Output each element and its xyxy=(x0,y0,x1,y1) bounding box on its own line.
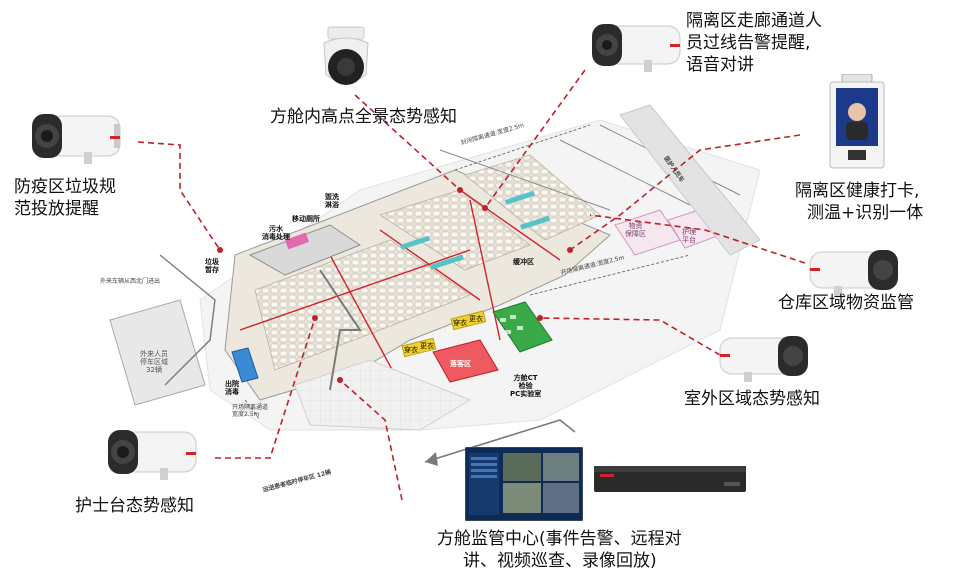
nvr-recorder-icon xyxy=(594,466,746,492)
label-buffer: 缓冲区 xyxy=(513,258,534,266)
label-exit: 出院消毒 xyxy=(225,380,239,396)
callout-nurse: 护士台态势感知 xyxy=(75,496,194,516)
label-wash: 盥洗淋浴 xyxy=(325,193,339,209)
sewage-unit xyxy=(284,232,310,250)
callout-panorama: 方舱内高点全景态势感知 xyxy=(270,107,457,127)
callout-corridor: 隔离区走廊通道人员过线告警提醒,语音对讲 xyxy=(686,11,822,75)
parking-zone xyxy=(109,299,206,406)
bullet-camera-icon xyxy=(108,430,197,480)
ward-beds-center xyxy=(379,189,531,271)
bullet-camera-icon xyxy=(32,114,121,164)
road xyxy=(619,104,761,256)
delivery-zone xyxy=(432,339,499,383)
dome-camera-icon xyxy=(323,26,369,85)
callout-outdoor: 室外区域态势感知 xyxy=(684,389,820,409)
bullet-camera-icon xyxy=(592,24,681,72)
exit-zone xyxy=(231,347,259,383)
changing-room-b xyxy=(450,310,487,331)
callout-warehouse: 仓库区域物资监管 xyxy=(778,293,914,313)
face-terminal-icon xyxy=(829,74,885,169)
label-toilet: 移动厕所 xyxy=(292,215,320,223)
callout-health: 隔离区健康打卡,测温+识别一体 xyxy=(795,181,924,223)
partitions xyxy=(400,190,551,270)
label-open-channel-left: 开场隔离通道宽度2.5m xyxy=(232,404,269,418)
label-changing-b: 更衣 xyxy=(469,315,483,323)
label-dressing-b: 穿衣 xyxy=(453,319,467,327)
label-delivery: 落客区 xyxy=(450,360,471,368)
label-garbage: 垃圾暂存 xyxy=(205,258,219,274)
label-nurse-platform: 护理平台 xyxy=(682,228,696,244)
label-sewage: 污水消毒处理 xyxy=(262,225,290,241)
callout-center: 方舱监管中心(事件告警、远程对讲、视频巡查、录像回放) xyxy=(437,529,682,571)
callout-waste: 防疫区垃圾规范投放提醒 xyxy=(14,177,116,219)
bullet-camera-icon xyxy=(809,250,898,296)
label-supply: 物资保障区 xyxy=(625,222,646,238)
flow-arrow xyxy=(319,269,362,391)
monitor-screen-icon xyxy=(465,447,583,521)
bullet-camera-icon xyxy=(719,336,808,382)
label-changing-a: 更衣 xyxy=(420,342,434,350)
changing-room-a xyxy=(401,337,437,358)
callout-lines xyxy=(137,69,806,501)
label-dressing-a: 穿衣 xyxy=(404,346,418,354)
label-vehicle-entry: 外来车辆从西北门进出 xyxy=(100,278,161,285)
ward-beds-right xyxy=(464,154,601,241)
